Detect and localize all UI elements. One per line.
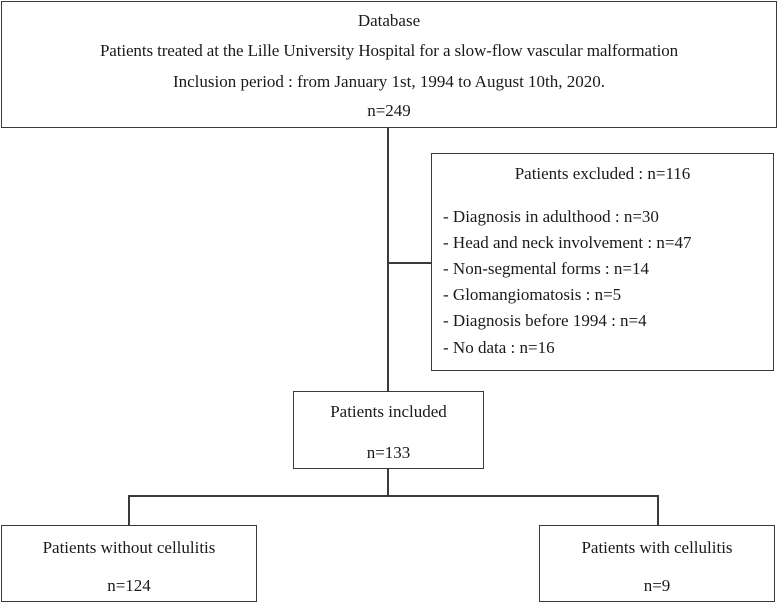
inclusion-period: Inclusion period : from January 1st, 199… [172,72,606,91]
excluded-item: - No data : n=16 [443,338,555,357]
included-count: n=133 [366,443,411,462]
without-cellulitis-box: Patients without cellulitis n=124 [1,525,257,602]
connector-to-with [657,495,659,525]
connector-to-without [128,495,130,525]
without-cellulitis-count: n=124 [107,576,151,595]
excluded-item: - Diagnosis before 1994 : n=4 [443,311,647,330]
with-cellulitis-count: n=9 [643,576,671,595]
excluded-item: - Diagnosis in adulthood : n=30 [443,207,659,226]
connector-split-horizontal [128,495,658,497]
connector-included-down [387,469,389,496]
excluded-box: Patients excluded : n=116 - Diagnosis in… [431,153,774,371]
with-cellulitis-title: Patients with cellulitis [581,538,733,557]
excluded-title: Patients excluded : n=116 [514,164,691,183]
without-cellulitis-title: Patients without cellulitis [42,538,216,557]
database-description: Patients treated at the Lille University… [99,41,679,60]
excluded-item: - Head and neck involvement : n=47 [443,233,692,252]
database-box: Database Patients treated at the Lille U… [1,1,777,128]
database-count: n=249 [367,101,411,120]
with-cellulitis-box: Patients with cellulitis n=9 [539,525,775,602]
database-title: Database [357,11,421,30]
excluded-item: - Non-segmental forms : n=14 [443,259,649,278]
included-box: Patients included n=133 [293,391,484,469]
excluded-item: - Glomangiomatosis : n=5 [443,285,622,304]
connector-to-excluded [387,262,431,264]
connector-db-to-included [387,128,389,391]
included-title: Patients included [330,402,447,421]
